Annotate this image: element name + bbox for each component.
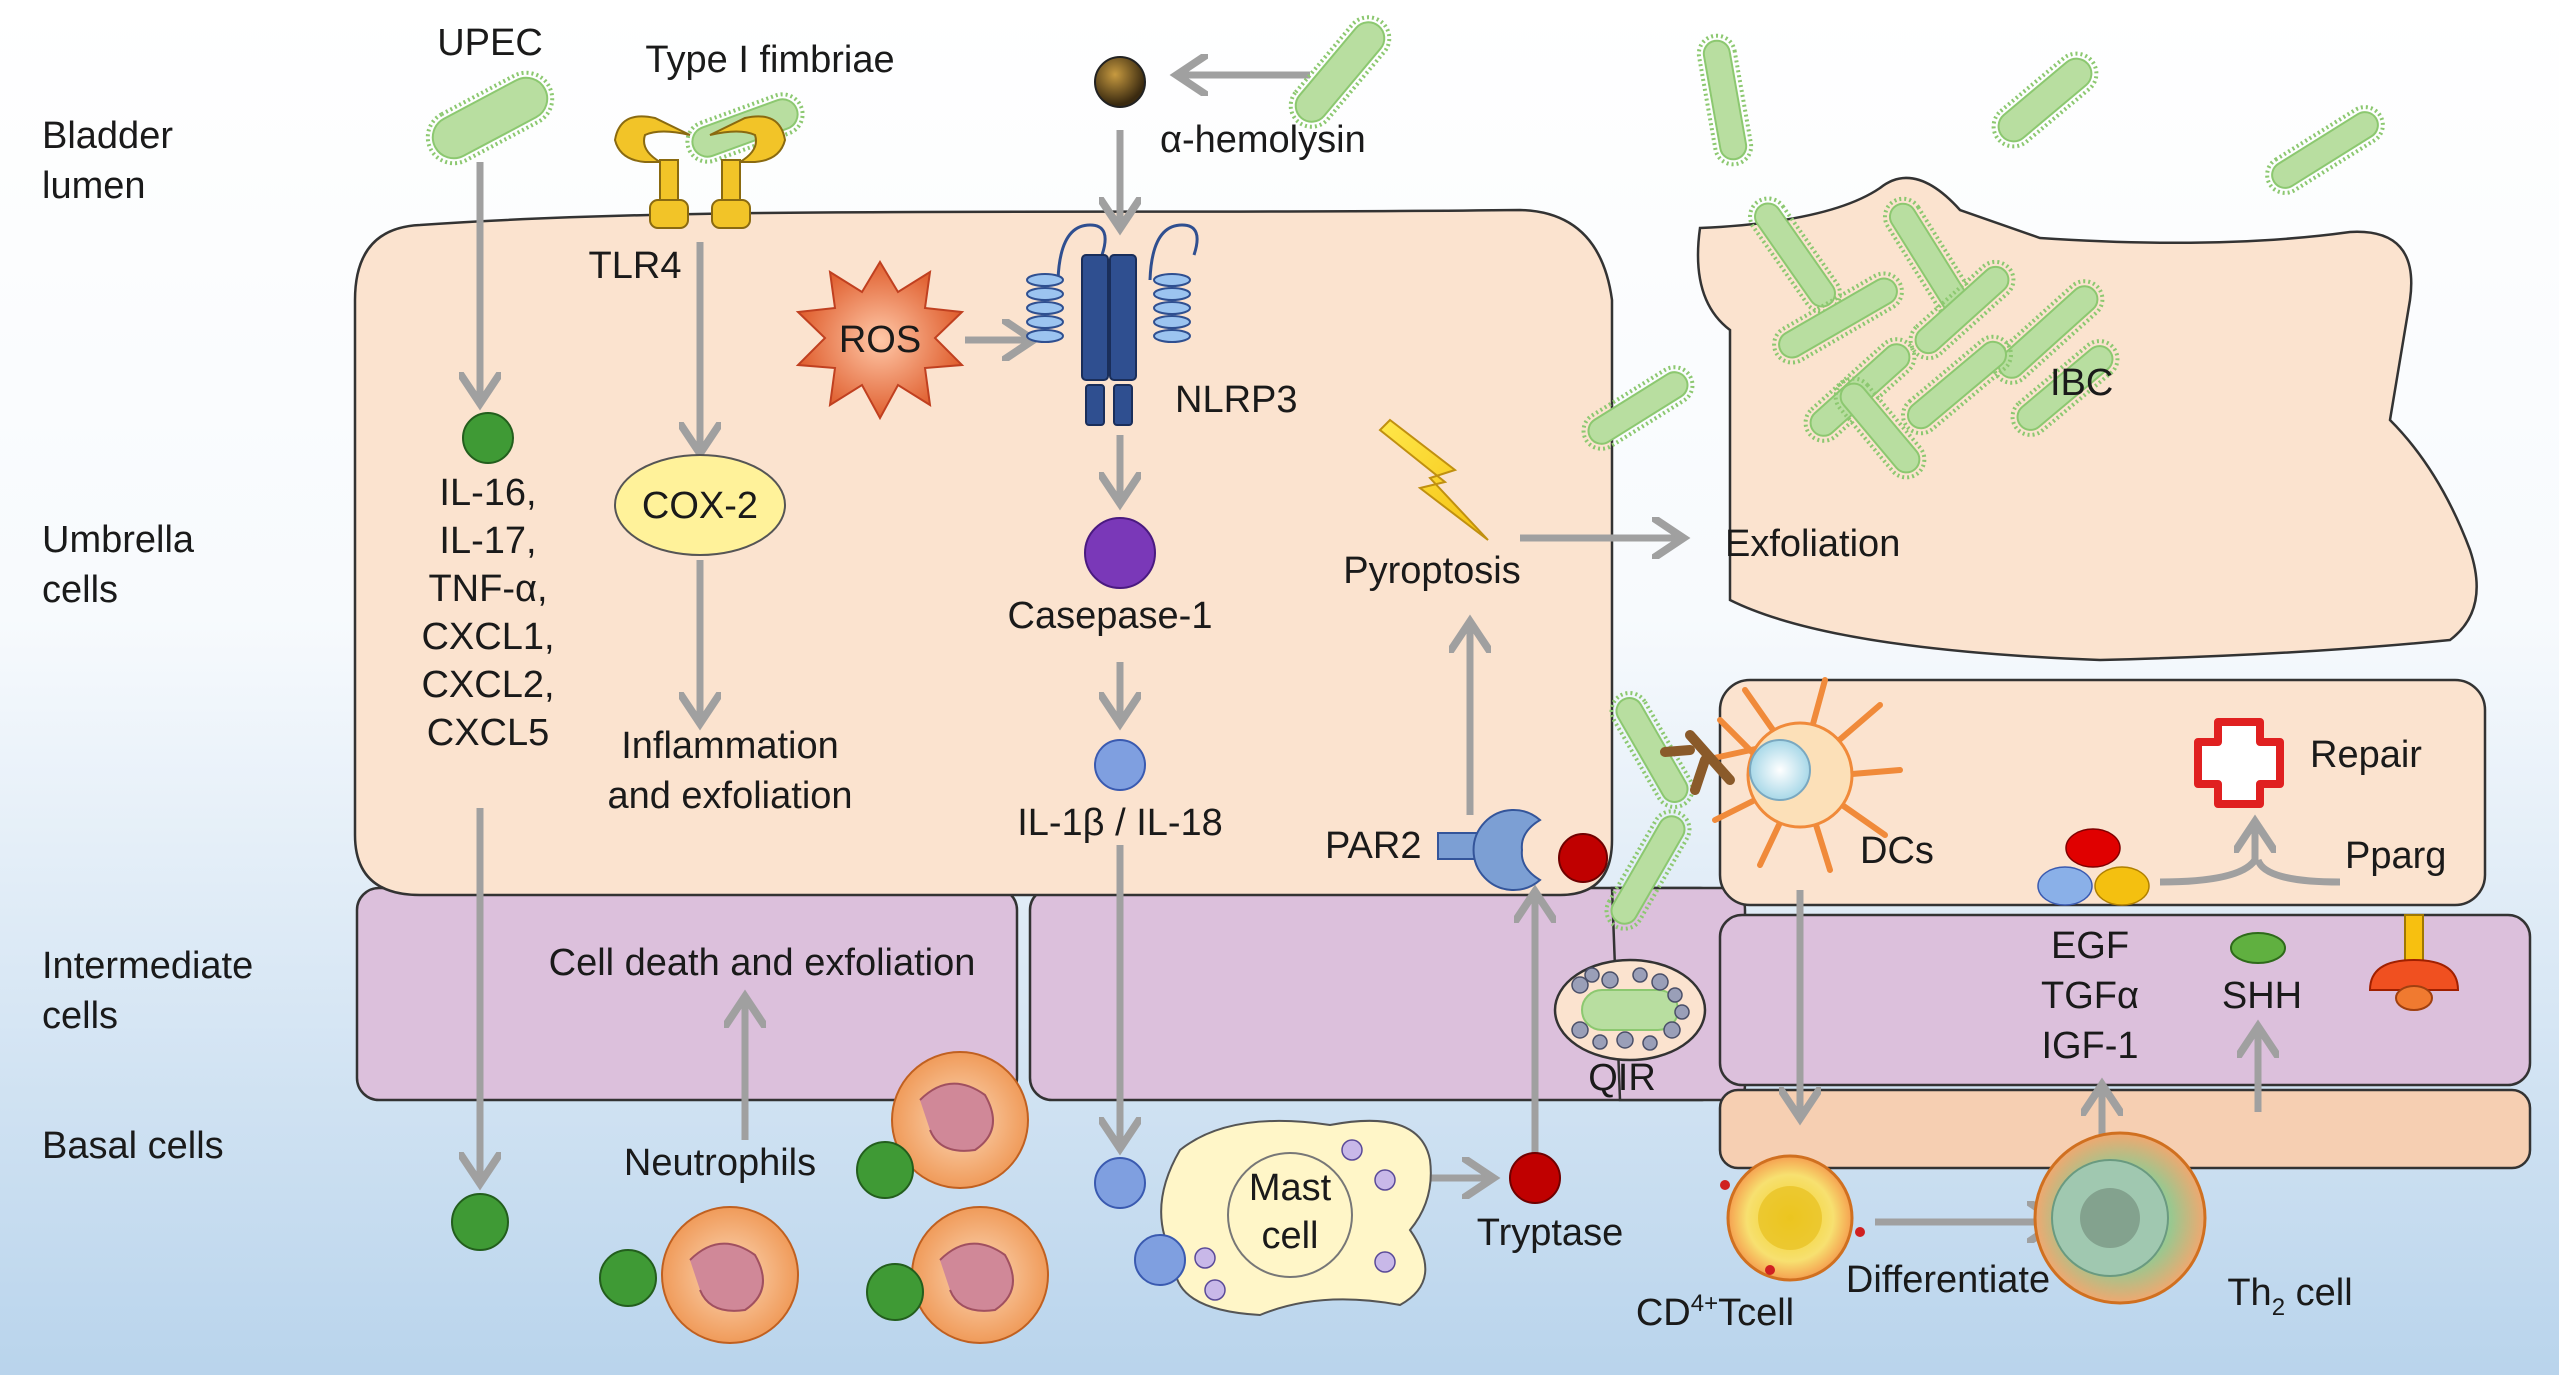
shh-icon [2230,932,2286,964]
ros-star-icon [795,260,965,421]
tryptase-dot-on-par2 [1558,833,1608,883]
label-neutrophils: Neutrophils [624,1142,816,1184]
diagram-labels: UPEC Type I fimbriae α-hemolysin TLR4 RO… [421,22,2446,1334]
bacterium-17 [1609,691,1695,809]
label-repair: Repair [2310,734,2422,776]
dendritic-cell-icon [1660,677,1903,873]
alpha-hemolysin-icon [1094,56,1146,108]
label-cytokine-1: IL-16, [439,472,536,514]
label-cd4-tcell: CD4+Tcell [1636,1290,1794,1334]
il1b-dots-near-mast [1094,1157,1186,1286]
label-cytokine-5: CXCL2, [421,664,554,706]
label-shh: SHH [2222,975,2302,1017]
layer-labels: Bladder lumen Umbrella cells Intermediat… [42,115,253,1167]
bacterium-3 [1288,15,1392,129]
label-umbrella-1: Umbrella [42,519,195,561]
cd4-tcell-icon [1720,1154,1865,1282]
label-cytokine-4: CXCL1, [421,616,554,658]
bacterium-16 [1581,365,1695,451]
neutrophil-green-dots [451,1141,924,1321]
label-cox2: COX-2 [642,485,758,527]
label-dcs: DCs [1860,830,1934,872]
label-pyroptosis: Pyroptosis [1343,550,1520,592]
caspase1-icon [1084,517,1156,589]
growth-factor-dots [2037,828,2150,906]
bacteria-group [425,15,2385,931]
label-tryptase: Tryptase [1477,1212,1623,1254]
label-upec: UPEC [437,22,543,64]
label-cytokine-3: TNF-α, [428,568,547,610]
label-qir: QIR [1588,1057,1656,1099]
bacterium-18 [1604,809,1692,931]
bacterium-15 [1833,376,1927,480]
label-exfoliation: Exfoliation [1725,523,1900,565]
label-pparg: Pparg [2345,835,2446,877]
label-ros: ROS [839,319,921,361]
arrows [480,75,2258,1222]
label-par2: PAR2 [1325,825,1421,867]
cox2-ellipse [614,454,786,556]
bacterium-1 [425,70,555,166]
bacterium-9 [1772,271,1904,365]
bacterium-5 [1991,51,2099,149]
label-bladder-2: lumen [42,165,146,207]
label-cytokine-6: CXCL5 [427,712,550,754]
label-inflammation-2: and exfoliation [607,775,852,817]
arrow-pparg-to-repair [2159,825,2341,886]
label-il1b-il18: IL-1β / IL-18 [1017,802,1223,844]
tlr4-receptor [613,115,787,229]
label-cytokine-2: IL-17, [439,520,536,562]
bacterium-10 [1908,259,2016,361]
tryptase-dot [1509,1152,1561,1204]
label-tgfa: TGFα [2041,975,2139,1017]
repair-cross-icon [2194,718,2284,808]
label-mast-2: cell [1261,1215,1318,1257]
neutrophil-cells [661,1051,1049,1344]
par2-receptor [1437,809,1542,891]
intermediate-cell-layer [355,886,2532,1102]
th2-cell-icon [2033,1131,2207,1305]
label-bladder-1: Bladder [42,115,173,157]
bacterium-12 [2010,339,2120,437]
bacterium-14 [1900,334,2014,436]
label-tlr4: TLR4 [589,245,682,287]
qir-vesicle [1553,958,1707,1062]
lightning-bolt-icon [1378,418,1489,541]
bacterium-11 [1991,279,2105,385]
label-cell-death: Cell death and exfoliation [549,942,976,984]
label-ibc: IBC [2050,362,2113,404]
label-umbrella-2: cells [42,569,118,611]
bacterium-6 [2265,105,2385,195]
label-intermediate-2: cells [42,995,118,1037]
label-basal: Basal cells [42,1125,224,1167]
mast-cell-icon [1160,1119,1432,1317]
cytokine-green-dot [462,412,514,464]
pparg-receptor [2368,914,2460,1011]
label-egf: EGF [2051,925,2129,967]
label-alpha-hemolysin: α-hemolysin [1160,119,1366,161]
label-th2-cell: Th2 cell [2227,1272,2352,1321]
umbrella-cell-lower-right [1718,678,2487,907]
label-nlrp3: NLRP3 [1175,379,1298,421]
nlrp3-icon [1026,223,1199,426]
label-intermediate-1: Intermediate [42,945,253,987]
label-inflammation-1: Inflammation [621,725,839,767]
label-casepase1: Casepase-1 [1008,595,1213,637]
label-type1-fimbriae: Type I fimbriae [645,39,894,81]
label-igf1: IGF-1 [2041,1025,2138,1067]
umbrella-cell-main [353,208,1614,897]
label-differentiate: Differentiate [1846,1259,2050,1301]
label-mast-1: Mast [1249,1167,1332,1209]
il1b-icon [1094,739,1146,791]
